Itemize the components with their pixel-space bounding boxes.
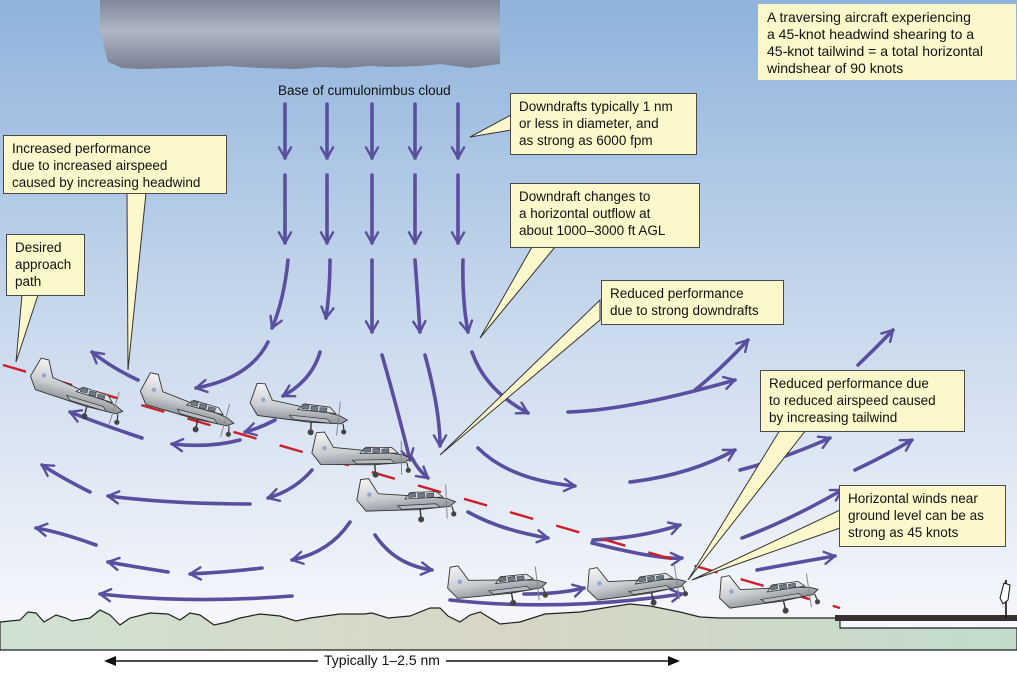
outflow-arrow-right [590,541,684,567]
outflow-arrow-left [106,490,252,506]
cumulonimbus-cloud [100,0,500,69]
outflow-arrow-left [90,350,140,382]
runway [835,615,1017,621]
outflow-arrows [34,328,914,607]
outflow-arrow-left [188,566,264,581]
scale-arrow-right [668,656,680,666]
outflow-arrow-left [106,556,170,574]
outflow-arrow-left [290,520,352,565]
outflow-arrow-left [68,409,144,440]
callout-reduced-tailwind: Reduced performance due to reduced airsp… [760,370,965,432]
outflow-arrow-left [194,340,270,394]
outflow-arrow-left [281,350,322,398]
outflow-arrow-right [448,588,684,607]
downdraft-arrow [458,258,474,334]
terrain [0,603,1017,651]
outflow-arrow-left [266,468,314,502]
callout-ground-winds: Horizontal winds near ground level can b… [839,485,1006,547]
callout-reduced-downdraft: Reduced performance due to strong downdr… [601,280,784,325]
downdraft-arrow [412,258,427,334]
outflow-arrow-left [170,437,242,453]
outflow-arrow-right [566,375,737,414]
downdraft-arrows [269,102,474,334]
callout-increased-performance: Increased performance due to increased a… [3,135,227,194]
downdraft-arrow [269,258,290,330]
outflow-arrow-center [470,350,530,415]
callout-downdraft-outflow: Downdraft changes to a horizontal outflo… [510,183,700,248]
outflow-arrow-right [755,550,837,572]
windsock [999,580,1011,618]
outflow-arrow-left [40,463,92,494]
cloud-base-label: Base of cumulonimbus cloud [278,83,451,98]
outflow-arrow-right [740,488,844,540]
scale-arrow-left [104,656,116,666]
desired-approach-path [2,363,841,610]
outflow-arrow-right [856,328,895,367]
distance-scale-label: Typically 1–2.5 nm [318,652,446,668]
windshear-note: A traversing aircraft experiencing a 45-… [758,4,1016,80]
outflow-arrow-left [243,418,277,437]
outflow-arrow-right [628,448,737,484]
outflow-arrow-right [476,446,577,493]
outflow-arrow-right [522,583,586,598]
pointer-reduced-downdraft [439,298,601,456]
callout-downdraft-size: Downdrafts typically 1 nm or less in dia… [510,93,697,155]
downdraft-arrow [320,258,335,320]
callout-desired-path: Desired approach path [6,234,85,296]
callout-pointers [15,114,841,581]
outflow-arrow-left [34,522,98,547]
outflow-arrow-center [410,456,430,480]
outflow-arrow-left [98,587,294,603]
outflow-arrow-center [373,533,434,576]
outflow-arrow-right [853,438,914,472]
outflow-arrow-right [693,338,750,392]
outflow-arrow-center [423,353,448,448]
outflow-arrow-center [380,353,415,462]
outflow-arrow-right [466,510,550,544]
